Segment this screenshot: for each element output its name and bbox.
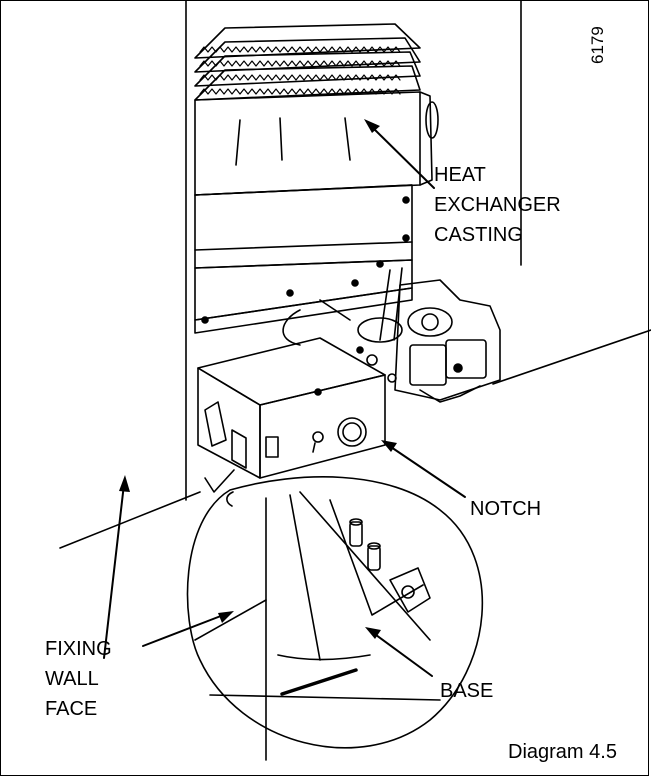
heat-exchanger-casting-label: HEAT EXCHANGER CASTING [434,164,561,246]
diagram-caption: Diagram 4.5 [508,741,617,763]
fixing-wall-lines [59,0,651,549]
figure-number: 6179 [588,26,607,64]
heat-exchanger-fins [194,23,421,101]
leader-arrows [103,119,466,677]
chassis-plate [194,259,413,341]
notch-label: NOTCH [470,498,542,520]
magnified-detail [186,476,484,761]
base-label: BASE [440,680,494,702]
fixing-wall-face-label: FIXING WALL FACE [45,638,112,720]
gas-valve-assembly [282,279,501,403]
control-box [197,337,386,493]
heat-exchanger-casting [194,91,439,269]
